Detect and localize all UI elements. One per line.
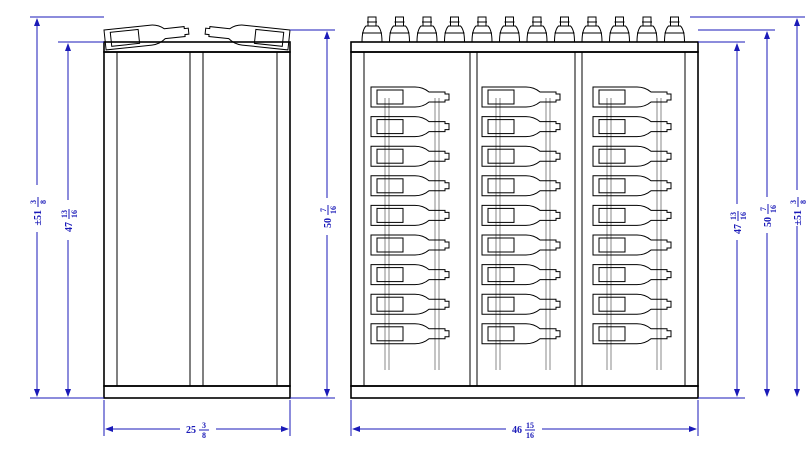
rack-column-2 [481,86,561,370]
bottle [481,323,561,345]
top-bottle-cap [636,16,658,43]
dim-fraction-denominator: 8 [202,431,206,440]
bottle [592,175,672,197]
dim-fraction-denominator: 16 [526,431,534,440]
bottle [481,175,561,197]
dim-fraction-numerator: 7 [759,207,768,211]
dim-whole-number: 46 [512,425,522,436]
dim-whole-number: 47 [733,224,744,234]
dim-fraction-denominator: 16 [329,206,338,214]
dim-fraction-numerator: 13 [729,212,738,220]
rack-column-3 [592,86,672,370]
dim-label-side-width: 25 38 [180,418,216,440]
bottle [370,86,450,108]
dim-fraction-denominator: 16 [70,210,79,218]
rack-column-1 [370,86,450,370]
bottle [592,323,672,345]
bottle [592,145,672,167]
bottle [481,145,561,167]
bottle [370,175,450,197]
dim-whole-number: 25 [186,425,196,436]
front-top-bottles [361,16,686,43]
dim-fraction-numerator: 3 [789,200,798,204]
dim-whole-number: 50 [763,217,774,227]
bottle [481,264,561,286]
front-base [350,385,699,399]
top-bottle-cap [416,16,438,43]
bottle [481,116,561,138]
bottle [592,204,672,226]
dim-fraction-numerator: 7 [319,208,328,212]
top-bottle [103,24,190,51]
bottle [370,234,450,256]
bottle [370,116,450,138]
dim-fraction-denominator: 16 [739,212,748,220]
top-bottle-cap [553,16,576,43]
bottle [370,293,450,315]
bottle [592,293,672,315]
bottle [481,204,561,226]
side-base [103,385,291,399]
bottle [481,293,561,315]
bottle [370,323,450,345]
bottle [370,204,450,226]
side-top-bottles [103,24,291,51]
top-bottle-cap [361,16,383,43]
bottle [592,264,672,286]
dim-fraction-numerator: 13 [60,210,69,218]
side-body [103,51,291,387]
bottle [592,116,672,138]
dim-fraction-numerator: 3 [29,200,38,204]
bottle [592,234,672,256]
top-bottle [204,24,291,51]
bottle [481,86,561,108]
dim-fraction-denominator: 8 [799,200,808,204]
front-rack-bottles [370,86,672,370]
top-bottle-cap [471,16,493,43]
bottle [592,86,672,108]
dim-fraction-denominator: 16 [769,205,778,213]
side-dim-width: 25 38 [103,400,291,440]
top-bottle-cap [663,16,686,43]
dim-fraction-numerator: 15 [526,421,534,430]
top-bottle-cap [581,16,603,43]
top-bottle-cap [443,16,466,43]
top-bottle-cap [526,16,548,43]
bottle [370,145,450,167]
front-top-cap [350,41,699,53]
dim-fraction-denominator: 8 [39,200,48,204]
top-bottle-cap [608,16,631,43]
dim-whole-number: 47 [64,222,75,232]
top-bottle-cap [388,16,411,43]
dim-fraction-numerator: 3 [202,421,206,430]
bottle [370,264,450,286]
bottle [481,234,561,256]
dim-whole-number: ±51 [793,210,804,226]
dim-whole-number: ±51 [33,210,44,226]
dim-whole-number: 50 [323,218,334,228]
top-bottle-cap [498,16,521,43]
